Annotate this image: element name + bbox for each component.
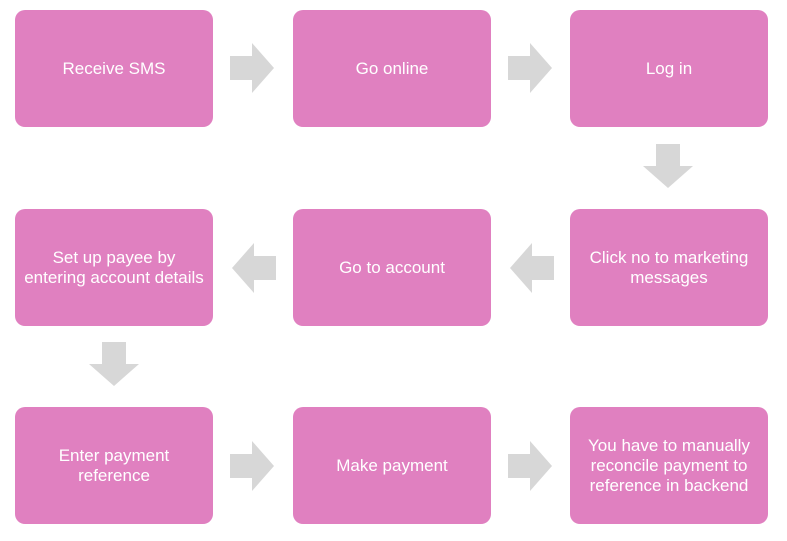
step-log-in: Log in (570, 10, 768, 127)
step-label: Go to account (339, 257, 445, 277)
step-enter-payment-reference: Enter payment reference (15, 407, 213, 524)
step-reconcile-payment: You have to manually reconcile payment t… (570, 407, 768, 524)
arrow-down-icon (89, 342, 139, 386)
step-label: Log in (645, 58, 693, 78)
step-label: Set up payee by entering account details (24, 247, 204, 287)
arrow-right-icon (230, 43, 274, 93)
step-label: Enter payment reference (58, 445, 170, 485)
arrow-right-icon (230, 441, 274, 491)
step-go-online: Go online (293, 10, 491, 127)
step-click-no-marketing: Click no to marketing messages (570, 209, 768, 326)
arrow-left-icon (510, 243, 554, 293)
step-label: You have to manually reconcile payment t… (588, 435, 750, 495)
step-go-to-account: Go to account (293, 209, 491, 326)
step-label: Receive SMS (62, 58, 166, 78)
step-make-payment: Make payment (293, 407, 491, 524)
step-label: Make payment (336, 455, 448, 475)
arrow-right-icon (508, 441, 552, 491)
step-set-up-payee: Set up payee by entering account details (15, 209, 213, 326)
arrow-right-icon (508, 43, 552, 93)
arrow-down-icon (643, 144, 693, 188)
step-receive-sms: Receive SMS (15, 10, 213, 127)
step-label: Click no to marketing messages (589, 247, 749, 287)
arrow-left-icon (232, 243, 276, 293)
step-label: Go online (355, 58, 429, 78)
